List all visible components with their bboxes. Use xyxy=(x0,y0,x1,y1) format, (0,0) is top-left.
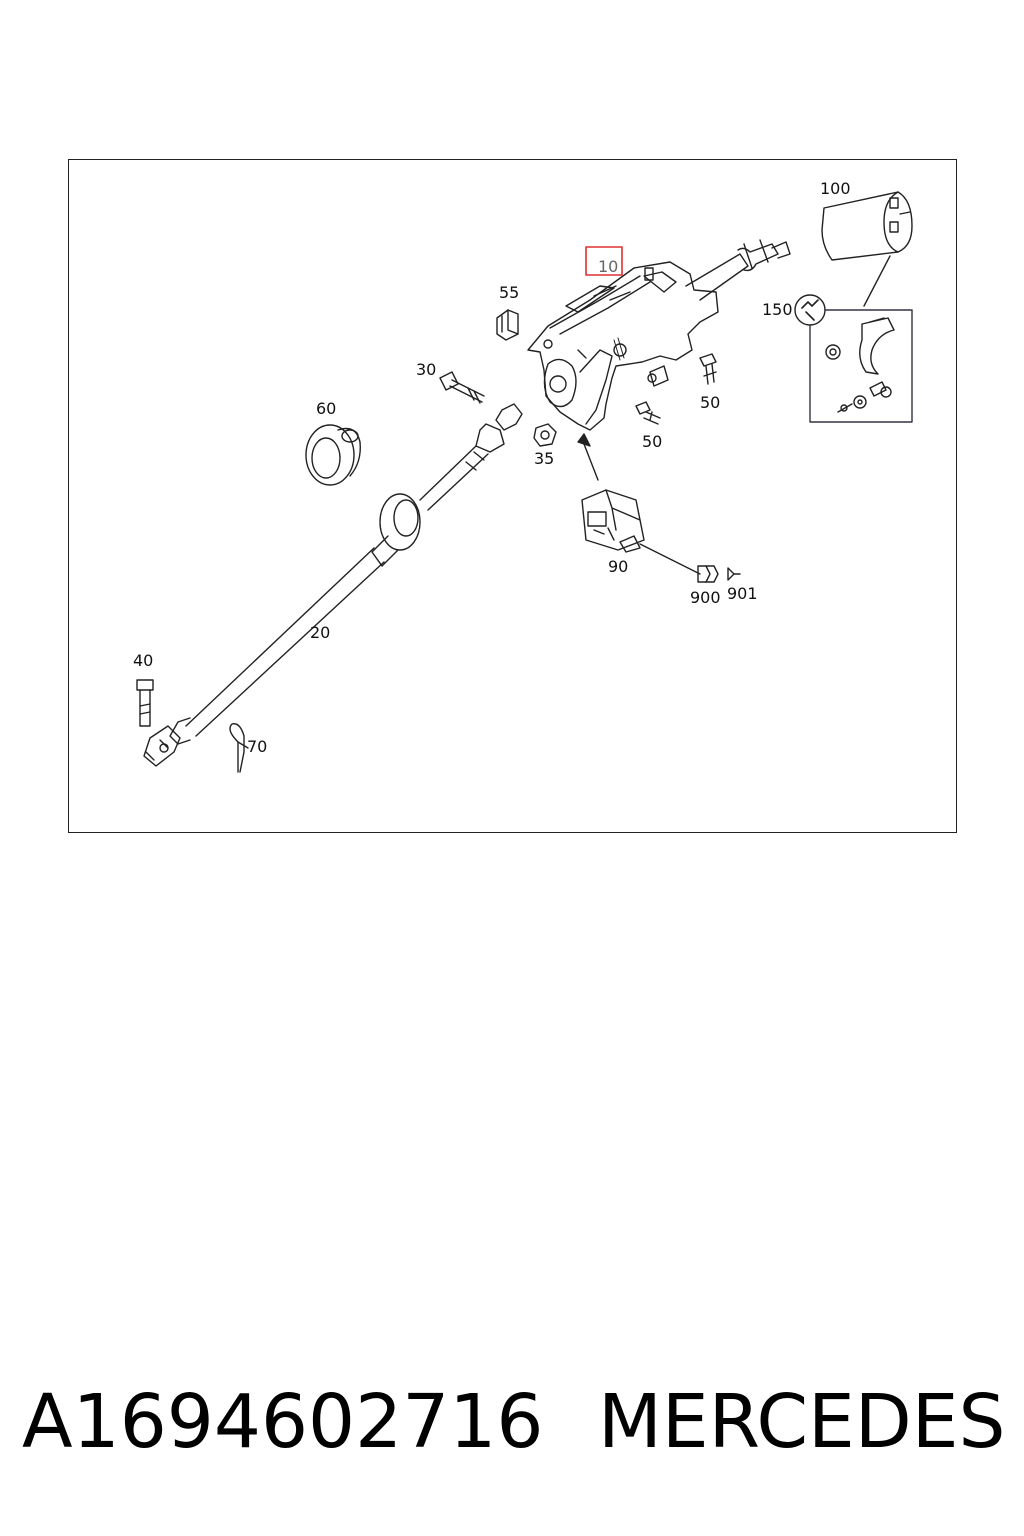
part-50-bolt-a[interactable] xyxy=(699,353,717,385)
part-35-nut[interactable] xyxy=(533,423,557,447)
callout-40[interactable]: 40 xyxy=(133,651,153,670)
part-number: A1694602716 xyxy=(22,1379,544,1465)
callout-90[interactable]: 90 xyxy=(608,557,628,576)
callout-150[interactable]: 150 xyxy=(762,300,793,319)
part-60-grommet[interactable] xyxy=(305,424,361,486)
diagram-frame xyxy=(68,159,957,833)
callout-50-a[interactable]: 50 xyxy=(700,393,720,412)
footer-caption: A1694602716 MERCEDES xyxy=(0,1372,1024,1472)
callout-50-b[interactable]: 50 xyxy=(642,432,662,451)
part-10-steering-column[interactable] xyxy=(527,239,791,431)
part-900-connector[interactable] xyxy=(697,565,719,583)
callout-60[interactable]: 60 xyxy=(316,399,336,418)
part-20-intermediate-shaft[interactable] xyxy=(143,403,523,767)
leader-90-900 xyxy=(639,543,701,575)
callout-900[interactable]: 900 xyxy=(690,588,721,607)
part-901-screw[interactable] xyxy=(727,567,741,581)
callout-901[interactable]: 901 xyxy=(727,584,758,603)
assembly-arrow xyxy=(583,443,599,481)
highlight-box-10 xyxy=(585,246,623,276)
assembly-arrowhead xyxy=(577,433,591,447)
part-100-cover[interactable] xyxy=(821,191,913,261)
callout-10[interactable]: 10 xyxy=(598,257,618,276)
callout-70[interactable]: 70 xyxy=(247,737,267,756)
leader-100 xyxy=(863,255,891,307)
callout-30[interactable]: 30 xyxy=(416,360,436,379)
callout-35[interactable]: 35 xyxy=(534,449,554,468)
part-150-repair-kit[interactable] xyxy=(794,294,913,423)
part-90-module[interactable] xyxy=(581,489,645,553)
part-40-bolt[interactable] xyxy=(136,679,154,727)
part-30-bolt[interactable] xyxy=(439,371,485,404)
callout-100[interactable]: 100 xyxy=(820,179,851,198)
callout-20[interactable]: 20 xyxy=(310,623,330,642)
exploded-parts-diagram: 100 10 55 150 30 50 60 50 35 90 900 901 … xyxy=(133,179,913,773)
callout-55[interactable]: 55 xyxy=(499,283,519,302)
part-55-clip[interactable] xyxy=(496,309,519,341)
brand-name: MERCEDES xyxy=(598,1379,1006,1465)
part-70-clamp-pin[interactable] xyxy=(229,723,249,773)
part-50-bolt-b[interactable] xyxy=(635,401,661,425)
